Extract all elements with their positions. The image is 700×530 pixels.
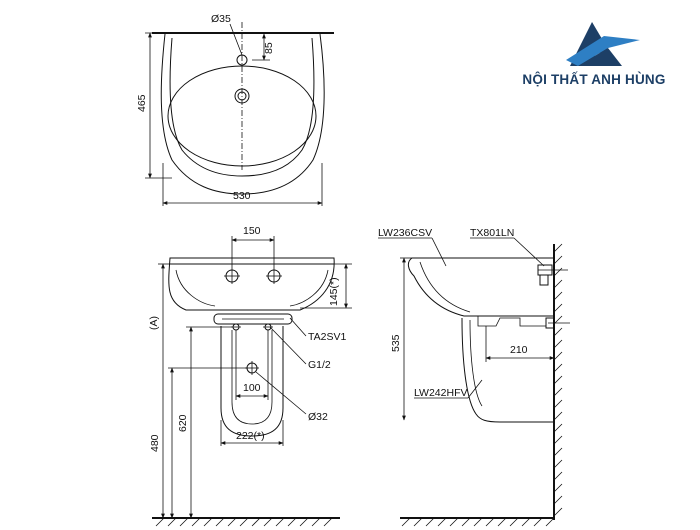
label-A: (A) [148,316,160,330]
front-floor-hatch [155,517,333,527]
side-pedestal-outline [461,317,554,423]
label-480: 480 [149,434,161,452]
label-dia32: Ø32 [308,411,328,423]
side-view: 535 210 LW236CSV TX801LN LW242HFV [378,227,570,527]
dia32-leader [255,371,307,415]
label-tx801ln: TX801LN [470,227,514,239]
side-pedestal-inner [469,319,483,407]
top-drain-inner [237,91,247,101]
label-222: 222(*) [236,430,265,442]
label-85: 85 [263,42,275,54]
label-100: 100 [243,382,261,394]
brand-logo [566,22,640,66]
label-lw242hfv: LW242HFV [414,387,468,399]
ta2sv1-leader [289,317,307,337]
g12-leader [269,326,307,365]
label-145: 145(*) [328,277,340,306]
label-lw236csv: LW236CSV [378,227,432,239]
faucet-valve [539,275,549,286]
side-basin-inner [419,261,471,313]
label-620: 620 [177,414,189,432]
label-530: 530 [233,190,251,202]
label-210: 210 [510,344,528,356]
fixing-bracket [213,313,293,325]
side-trap [477,316,546,327]
side-floor-hatch [401,517,555,527]
brand-name: NỘI THẤT ANH HÙNG [522,72,666,87]
label-465: 465 [136,94,148,112]
front-pedestal-inner [231,330,273,425]
label-g12: G1/2 [308,359,331,371]
top-view: Ø35 85 465 530 [136,13,334,206]
side-basin-outline [407,257,554,317]
label-150: 150 [243,225,261,237]
front-basin-curve-left [175,269,216,307]
label-ta2sv1: TA2SV1 [308,331,346,343]
top-basin-outline [160,33,325,195]
side-wall-hatch [553,243,563,517]
front-view: 150 145(*) [148,225,352,527]
dia35-leader [229,23,243,56]
tx801-leader [513,237,545,267]
label-535: 535 [390,334,402,352]
label-dia35: Ø35 [211,13,231,25]
logo-base [578,48,622,66]
lw236-leader [431,237,447,267]
front-basin-outline [168,257,335,311]
lw242-leader [467,379,483,399]
top-drain-outer [234,88,250,104]
top-bowl-outline [169,37,315,177]
front-basin-curve-right [289,269,329,307]
front-pedestal-outline [220,326,284,437]
